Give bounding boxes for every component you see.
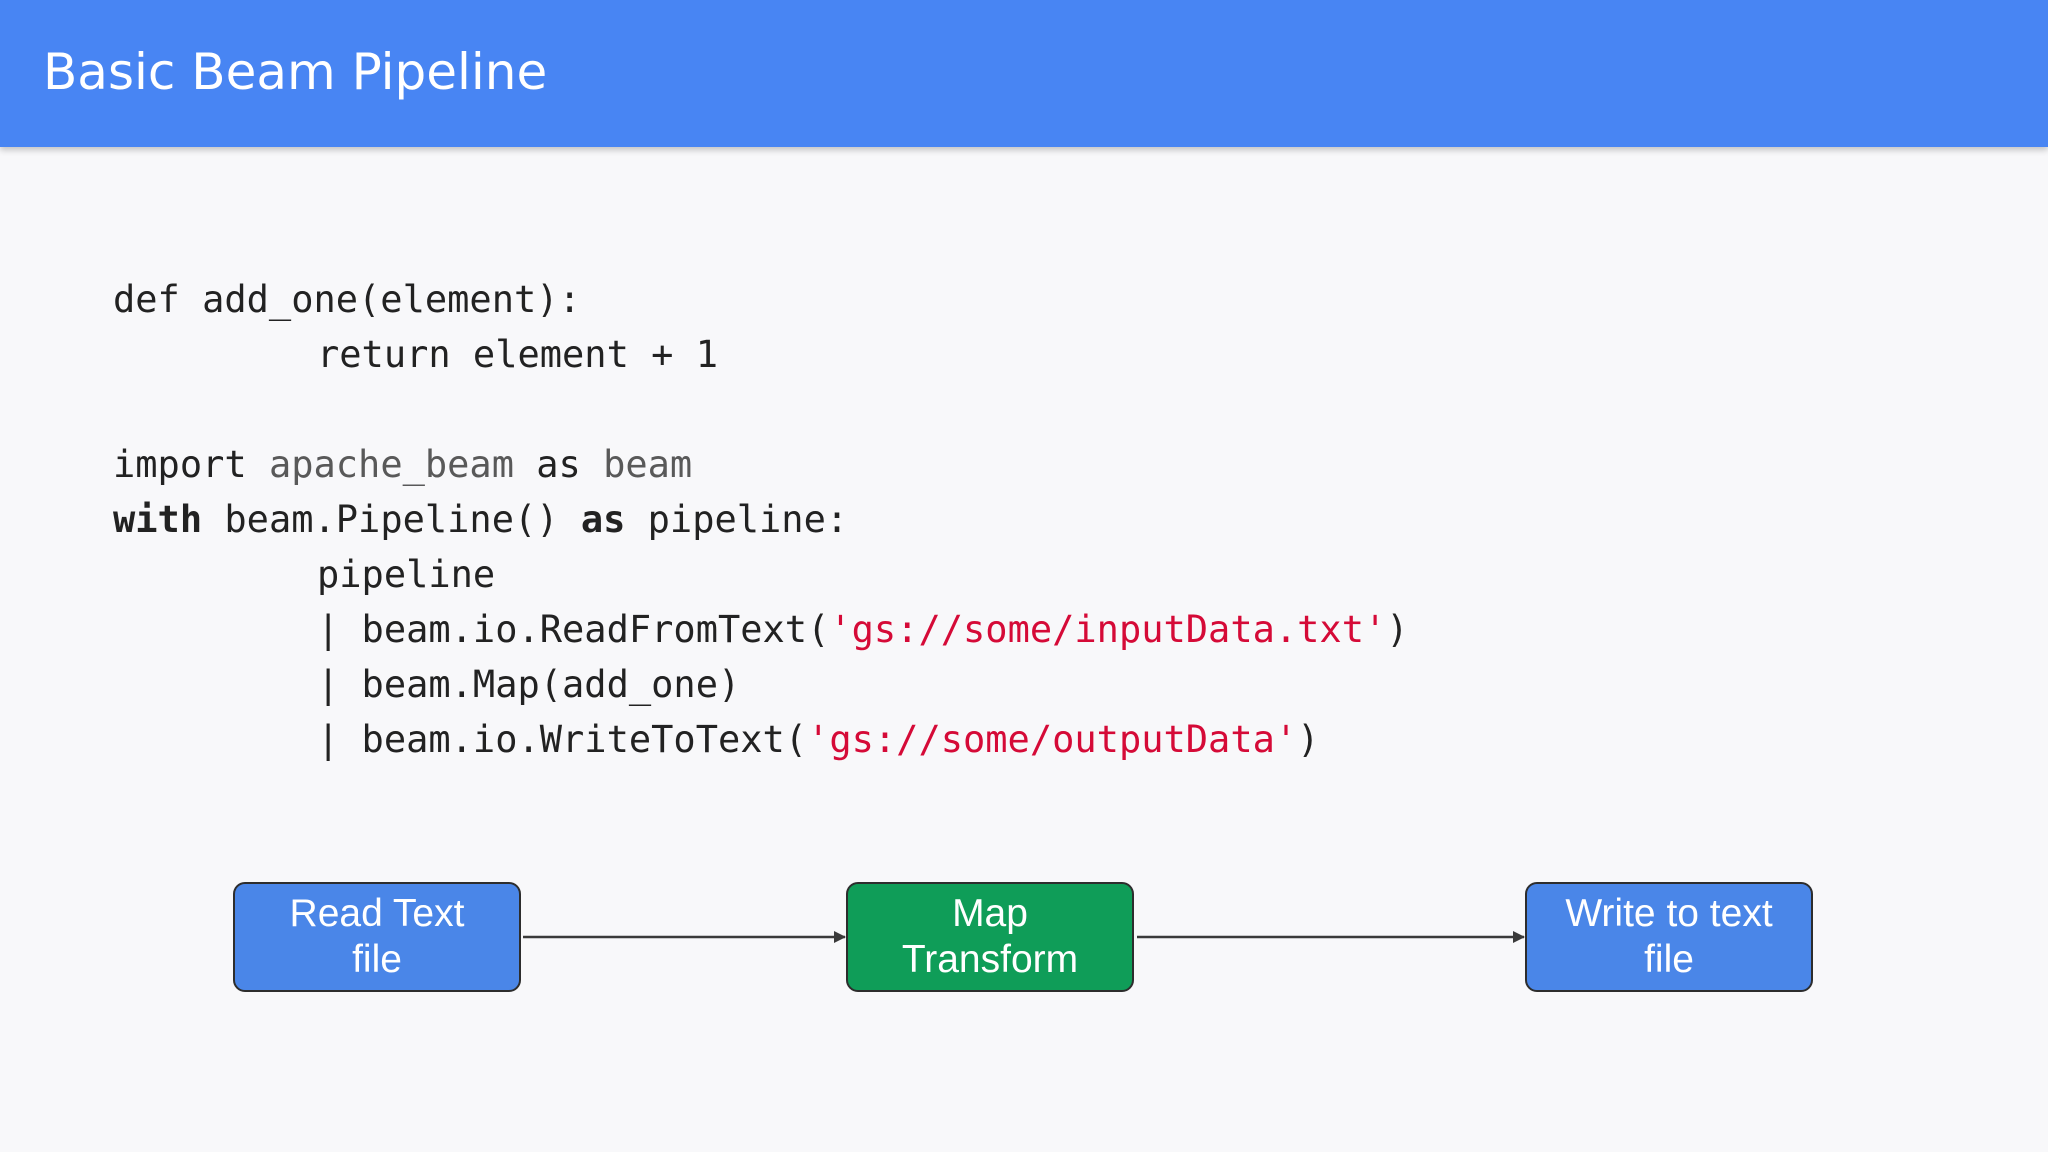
code-line-write: | beam.io.WriteToText('gs://some/outputD…	[113, 712, 1409, 767]
output-path-string: 'gs://some/outputData'	[807, 718, 1298, 761]
code-line-def: def add_one(element):	[113, 278, 581, 321]
map-node-line1: Map	[952, 892, 1028, 935]
code-line-pipeline: pipeline	[317, 553, 496, 596]
map-transform-node: Map Transform	[846, 882, 1134, 992]
map-node-line2: Transform	[901, 938, 1079, 981]
pipeline-call: beam.Pipeline()	[224, 498, 559, 541]
code-block: def add_one(element): return element + 1…	[113, 272, 1409, 767]
title-bar: Basic Beam Pipeline	[0, 0, 2048, 147]
keyword-import: import	[113, 443, 247, 486]
code-line-import: import apache_beam as beam	[113, 437, 1409, 492]
read-call: | beam.io.ReadFromText(	[317, 608, 830, 651]
write-close: )	[1297, 718, 1320, 761]
slide-title: Basic Beam Pipeline	[43, 43, 548, 101]
code-line-read: | beam.io.ReadFromText('gs://some/inputD…	[113, 602, 1409, 657]
keyword-as-bold: as	[580, 498, 626, 541]
read-node-line1: Read Text	[289, 892, 465, 935]
write-node-line1: Write to text	[1565, 892, 1773, 935]
pipeline-var: pipeline:	[647, 498, 849, 541]
write-call: | beam.io.WriteToText(	[317, 718, 808, 761]
read-text-file-node: Read Text file	[233, 882, 521, 992]
code-line-map: | beam.Map(add_one)	[317, 663, 741, 706]
module-name: apache_beam	[268, 443, 514, 486]
code-line-return: return element + 1	[317, 333, 718, 376]
read-node-line2: file	[352, 938, 402, 981]
write-text-file-node: Write to text file	[1525, 882, 1813, 992]
write-node-line2: file	[1644, 938, 1694, 981]
keyword-as: as	[536, 443, 581, 486]
keyword-with: with	[113, 498, 203, 541]
input-path-string: 'gs://some/inputData.txt'	[829, 608, 1387, 651]
read-close: )	[1386, 608, 1409, 651]
module-alias: beam	[603, 443, 693, 486]
code-line-with: with beam.Pipeline() as pipeline:	[113, 492, 1409, 547]
